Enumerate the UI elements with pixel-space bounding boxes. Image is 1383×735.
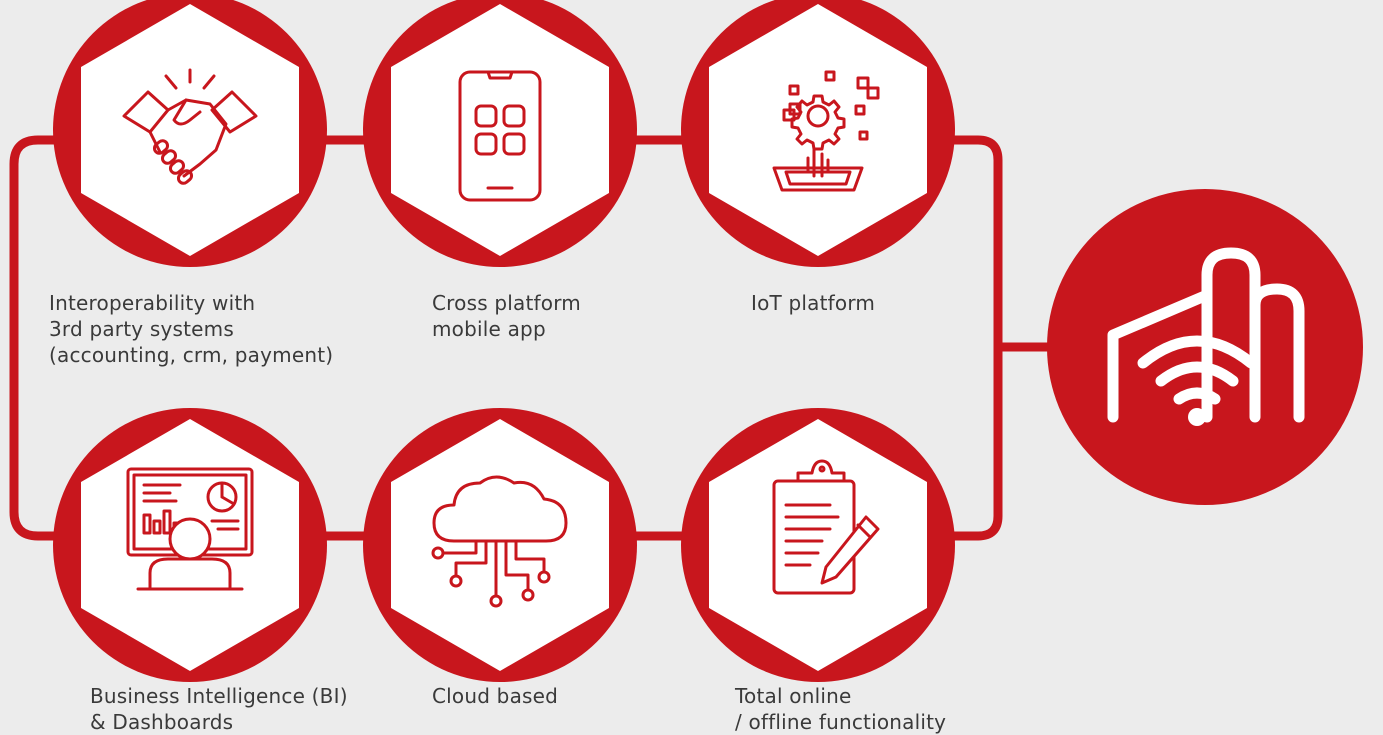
- hub-node: [1047, 189, 1363, 505]
- left-loop-connector: [9, 135, 80, 541]
- node-cross-platform: [363, 0, 637, 267]
- label-interoperability: Interoperability with 3rd party systems …: [49, 291, 334, 367]
- clipboard-pencil-icon: [772, 459, 880, 595]
- handshake-icon: [122, 68, 258, 185]
- node-offline: [681, 408, 955, 682]
- node-iot: [681, 0, 955, 267]
- node-cloud: [363, 408, 637, 682]
- mobile-app-icon: [458, 70, 542, 202]
- iot-gear-icon: [772, 70, 880, 192]
- label-offline: Total online / offline functionality: [735, 684, 947, 734]
- dashboard-icon: [126, 467, 254, 591]
- label-iot: IoT platform: [751, 291, 876, 315]
- label-business-intelligence: Business Intelligence (BI) & Dashboards: [90, 684, 348, 734]
- right-bracket-connector: [920, 135, 1003, 541]
- node-business-intelligence: [53, 408, 327, 682]
- wifi-dot: [1188, 408, 1206, 426]
- cloud-icon: [431, 475, 568, 608]
- label-cloud: Cloud based: [432, 684, 559, 708]
- label-cross-platform: Cross platform mobile app: [432, 291, 581, 341]
- smart-building-wifi-icon: [1107, 247, 1305, 423]
- node-interoperability: [53, 0, 327, 267]
